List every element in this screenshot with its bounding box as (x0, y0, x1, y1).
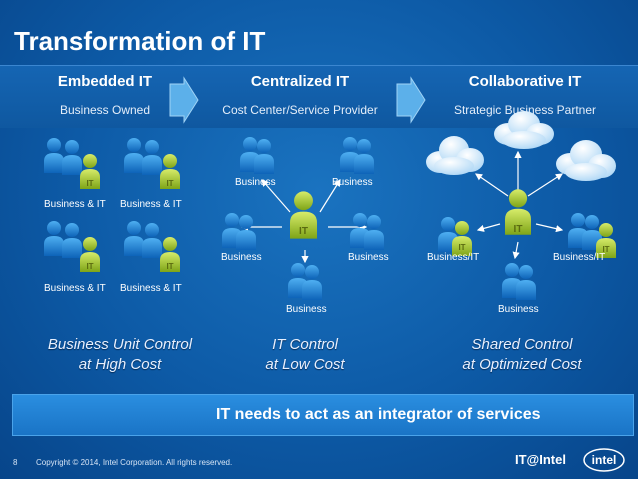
control-line: at High Cost (78, 356, 162, 373)
control-line: at Low Cost (265, 356, 345, 373)
cloud-icon (494, 111, 554, 149)
svg-text:IT: IT (299, 226, 308, 237)
control-line: IT Control (272, 336, 338, 353)
business-it-label: Business & IT (44, 283, 106, 294)
banner-text: IT needs to act as an integrator of serv… (216, 406, 541, 423)
business-it-label: Business/IT (553, 252, 606, 263)
control-text-collaborative: Shared Control at Optimized Cost (422, 335, 622, 375)
copyright-text: Copyright © 2014, Intel Corporation. All… (36, 458, 233, 467)
chevron-arrow-icon (396, 76, 426, 124)
business-label: Business (498, 304, 539, 315)
svg-text:IT: IT (86, 262, 93, 271)
centralized-hub-diagram: IT (222, 137, 384, 300)
business-it-label: Business/IT (427, 252, 480, 263)
page-number: 8 (13, 458, 18, 467)
business-label: Business (286, 304, 327, 315)
control-text-embedded: Business Unit Control at High Cost (20, 335, 220, 375)
business-label: Business (221, 252, 262, 263)
business-it-label: Business & IT (120, 199, 182, 210)
column-subheading-collaborative: Strategic Business Partner (453, 103, 597, 117)
control-text-centralized: IT Control at Low Cost (210, 335, 400, 375)
column-heading-collaborative: Collaborative IT (468, 73, 582, 90)
business-it-group-icon: IT (124, 138, 180, 189)
chevron-arrow-icon (169, 76, 199, 124)
business-it-group-icon: IT (44, 221, 100, 272)
control-line: Shared Control (471, 336, 573, 353)
svg-text:IT: IT (86, 179, 93, 188)
cloud-icon (556, 140, 616, 181)
svg-text:IT: IT (602, 245, 609, 254)
business-label: Business (235, 177, 276, 188)
business-it-label: Business & IT (120, 283, 182, 294)
business-it-label: Business & IT (44, 199, 106, 210)
business-label: Business (348, 252, 389, 263)
svg-text:IT: IT (166, 262, 173, 271)
svg-text:IT: IT (166, 179, 173, 188)
business-it-group-icon: IT (44, 138, 100, 189)
column-subheading-centralized: Cost Center/Service Provider (222, 103, 378, 117)
column-heading-embedded: Embedded IT (57, 73, 153, 90)
slide-title: Transformation of IT (14, 26, 266, 56)
control-line: at Optimized Cost (462, 356, 582, 373)
banner-bar (12, 394, 634, 436)
header-band (0, 65, 638, 128)
column-heading-centralized: Centralized IT (250, 73, 350, 90)
column-subheading-embedded: Business Owned (59, 103, 151, 117)
business-label: Business (332, 177, 373, 188)
svg-text:IT: IT (458, 243, 465, 252)
svg-text:IT: IT (514, 224, 523, 235)
control-line: Business Unit Control (47, 336, 193, 353)
cloud-icon (426, 136, 484, 175)
collaborative-hub-diagram: IT IT IT (426, 111, 616, 300)
it-at-intel-logo: IT@Intel (515, 452, 566, 467)
business-it-group-icon: IT (124, 221, 180, 272)
intel-logo-icon: intel (583, 448, 625, 472)
intel-logo-text: intel (592, 453, 617, 467)
